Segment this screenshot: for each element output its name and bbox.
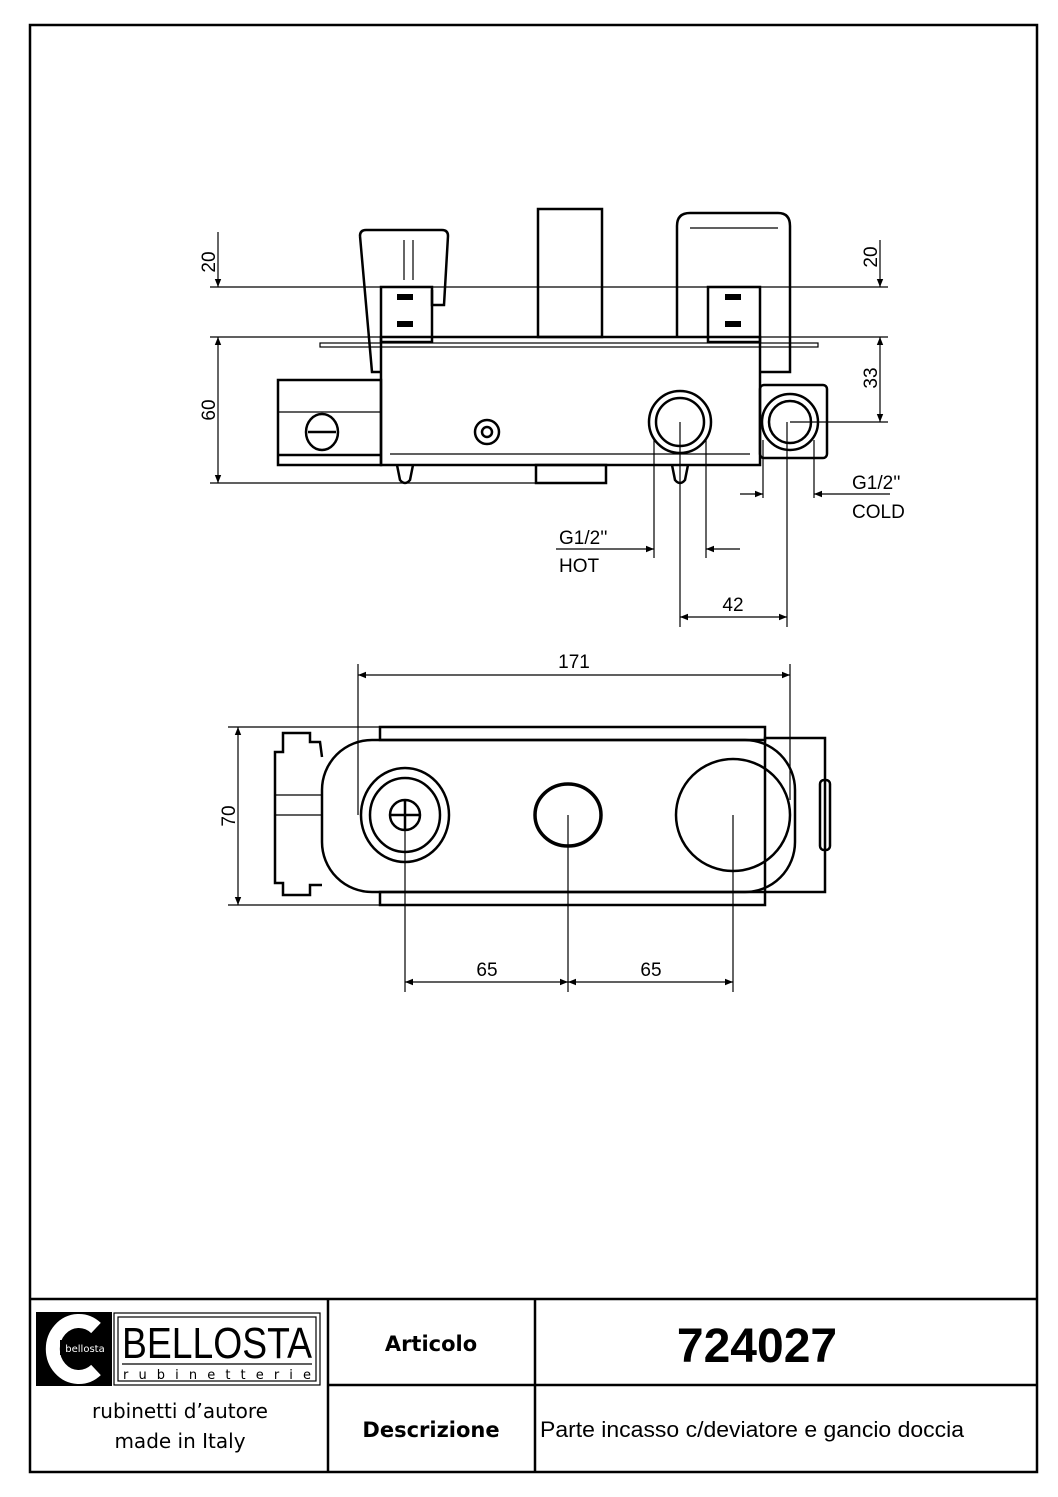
- slogan-line-2: made in Italy: [114, 1429, 245, 1453]
- valve-body-top: [320, 738, 797, 894]
- front-view: 20 60 20 33 G1/2'' COLD G1/2'' HOT 42: [199, 207, 905, 627]
- description-label: Descrizione: [362, 1418, 499, 1442]
- dim-top-right: 20: [861, 246, 882, 267]
- title-block: bellosta BELLOSTA rubinetterie rubinetti…: [30, 1297, 1037, 1472]
- bellosta-logo: bellosta BELLOSTA rubinetterie: [36, 1312, 321, 1386]
- dim-top-left: 20: [199, 251, 220, 272]
- diverter-lever: [536, 207, 604, 339]
- dim-left-height: 60: [199, 399, 220, 420]
- logo-badge-text: bellosta: [65, 1344, 104, 1355]
- top-view: 171 70 65 65: [219, 652, 832, 992]
- right-knob: [675, 211, 792, 374]
- sheet-border: [28, 23, 1039, 1474]
- dim-right-outlet: 33: [861, 367, 882, 388]
- dim-depth: 70: [219, 805, 240, 826]
- dim-inlet-spacing: 42: [722, 595, 743, 616]
- logo-brand: BELLOSTA: [122, 1319, 313, 1368]
- cold-thread: G1/2'': [852, 473, 900, 494]
- article-label: Articolo: [385, 1332, 477, 1356]
- screw-icon: [473, 418, 501, 446]
- dim-overall-width: 171: [558, 652, 590, 673]
- dim-spacing-right: 65: [640, 960, 661, 981]
- logo-c-mark: [45, 1314, 101, 1384]
- left-fitting: [276, 378, 383, 467]
- description-value: Parte incasso c/deviatore e gancio docci…: [540, 1417, 965, 1442]
- cover-plate: [319, 342, 819, 348]
- slogan-line-1: rubinetti d’autore: [92, 1399, 268, 1423]
- article-number: 724027: [677, 1320, 837, 1373]
- hot-thread: G1/2'': [559, 528, 607, 549]
- left-handle: [358, 228, 450, 374]
- cold-label: COLD: [852, 502, 905, 523]
- dim-spacing-left: 65: [476, 960, 497, 981]
- hot-label: HOT: [559, 556, 600, 577]
